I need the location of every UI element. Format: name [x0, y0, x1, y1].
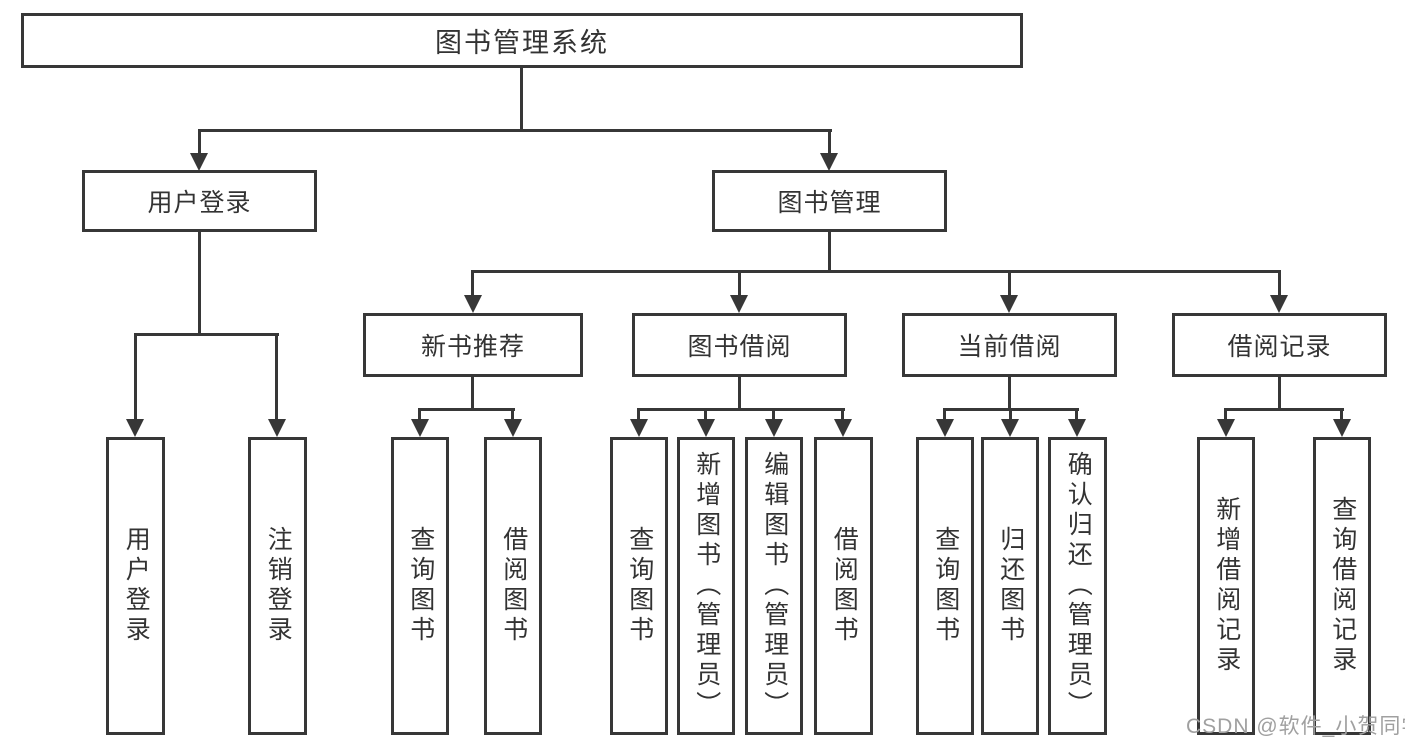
leaf-edit-book-admin: 编辑图书（管理员）: [745, 437, 803, 735]
leaf-query-books-borrowing: 查询图书: [610, 437, 668, 735]
node-label: 图书管理系统: [435, 28, 609, 58]
connector-line: [471, 270, 1281, 273]
group-book-borrowing: 图书借阅: [632, 313, 847, 377]
arrowhead-icon: [834, 419, 852, 437]
connector-line: [1009, 408, 1012, 421]
connector-line: [828, 232, 831, 272]
connector-line: [772, 408, 775, 421]
connector-line: [471, 377, 474, 408]
arrowhead-icon: [630, 419, 648, 437]
arrowhead-icon: [730, 295, 748, 313]
connector-line: [1008, 270, 1011, 297]
group-new-book-recommend: 新书推荐: [363, 313, 583, 377]
node-label: 借阅图书: [499, 526, 528, 646]
arrowhead-icon: [1001, 419, 1019, 437]
connector-line: [198, 232, 201, 334]
leaf-query-books-current: 查询图书: [916, 437, 974, 735]
node-label: 图书管理: [777, 189, 882, 217]
leaf-return-book: 归还图书: [981, 437, 1039, 735]
node-label: 确认归还（管理员）: [1064, 451, 1093, 721]
connector-line: [1278, 270, 1281, 297]
group-current-borrowing: 当前借阅: [902, 313, 1117, 377]
arrowhead-icon: [1217, 419, 1235, 437]
arrowhead-icon: [464, 295, 482, 313]
leaf-user-login: 用户登录: [106, 437, 165, 735]
node-label: 查询图书: [406, 526, 435, 646]
connector-line: [1075, 408, 1078, 421]
arrowhead-icon: [820, 153, 838, 171]
connector-line: [520, 68, 523, 129]
branch-user-login: 用户登录: [82, 170, 317, 232]
arrowhead-icon: [697, 419, 715, 437]
node-label: 注销登录: [264, 526, 293, 646]
arrowhead-icon: [268, 419, 286, 437]
arrowhead-icon: [765, 419, 783, 437]
node-label: 新增图书（管理员）: [692, 451, 721, 721]
connector-line: [943, 408, 946, 421]
connector-line: [1340, 408, 1343, 421]
connector-line: [418, 408, 515, 411]
connector-line: [134, 333, 137, 421]
connector-line: [134, 333, 279, 336]
node-label: 用户登录: [122, 526, 151, 646]
node-label: 新书推荐: [420, 333, 525, 361]
watermark: CSDN @软件_小贺同学: [1186, 715, 1405, 738]
node-label: 查询借阅记录: [1328, 496, 1357, 676]
connector-line: [198, 129, 201, 155]
connector-line: [704, 408, 707, 421]
leaf-borrow-books-recommend: 借阅图书: [484, 437, 542, 735]
arrowhead-icon: [504, 419, 522, 437]
connector-line: [637, 408, 640, 421]
node-library-management-system: 图书管理系统: [21, 13, 1023, 68]
leaf-add-book-admin: 新增图书（管理员）: [677, 437, 735, 735]
leaf-confirm-return-admin: 确认归还（管理员）: [1048, 437, 1107, 735]
arrowhead-icon: [190, 153, 208, 171]
node-label: 编辑图书（管理员）: [760, 451, 789, 721]
group-borrow-records: 借阅记录: [1172, 313, 1387, 377]
leaf-add-borrow-record: 新增借阅记录: [1197, 437, 1255, 735]
arrowhead-icon: [1333, 419, 1351, 437]
connector-line: [511, 408, 514, 421]
arrowhead-icon: [126, 419, 144, 437]
connector-line: [637, 408, 845, 411]
node-label: 归还图书: [996, 526, 1025, 646]
arrowhead-icon: [1000, 295, 1018, 313]
leaf-query-borrow-record: 查询借阅记录: [1313, 437, 1371, 735]
arrowhead-icon: [411, 419, 429, 437]
arrowhead-icon: [1068, 419, 1086, 437]
node-label: 用户登录: [147, 189, 252, 217]
branch-book-management: 图书管理: [712, 170, 947, 232]
node-label: 借阅记录: [1227, 333, 1332, 361]
connector-line: [275, 333, 278, 421]
node-label: 查询图书: [625, 526, 654, 646]
arrowhead-icon: [1270, 295, 1288, 313]
node-label: 查询图书: [931, 526, 960, 646]
connector-line: [418, 408, 421, 421]
connector-line: [198, 129, 832, 132]
leaf-query-books-recommend: 查询图书: [391, 437, 449, 735]
connector-line: [1224, 408, 1344, 411]
node-label: 借阅图书: [830, 526, 859, 646]
node-label: 图书借阅: [687, 333, 792, 361]
connector-line: [1278, 377, 1281, 408]
connector-line: [841, 408, 844, 421]
node-label: 当前借阅: [957, 333, 1062, 361]
connector-line: [828, 129, 831, 155]
connector-line: [738, 270, 741, 297]
connector-line: [1224, 408, 1227, 421]
node-label: 新增借阅记录: [1212, 496, 1241, 676]
connector-line: [1008, 377, 1011, 408]
connector-line: [471, 270, 474, 297]
connector-line: [738, 377, 741, 408]
leaf-borrow-books-borrowing: 借阅图书: [814, 437, 873, 735]
arrowhead-icon: [936, 419, 954, 437]
leaf-logout-login: 注销登录: [248, 437, 307, 735]
